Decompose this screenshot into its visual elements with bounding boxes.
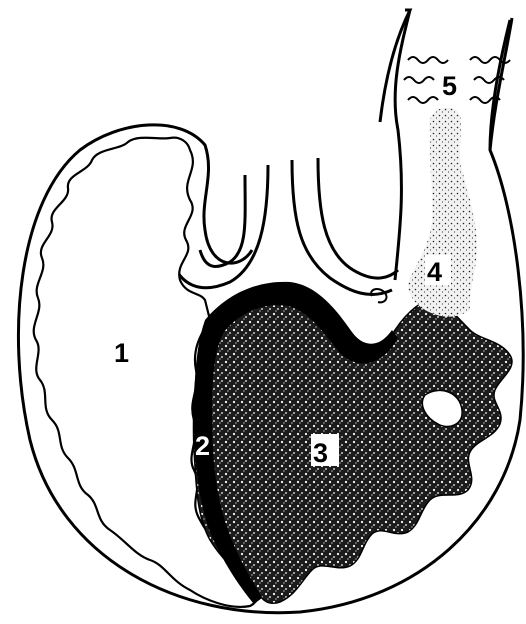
label-region-4: 4 [427, 257, 442, 287]
duct-left-wall [395, 10, 410, 280]
label-region-5: 5 [442, 71, 457, 101]
fold-line-4 [318, 158, 398, 278]
fold-line-3 [292, 160, 392, 294]
label-region-3: 3 [313, 438, 328, 468]
duct-right-wall [490, 18, 512, 150]
label-region-1: 1 [114, 338, 129, 368]
label-region-2: 2 [195, 431, 210, 461]
region-4-light-duct [408, 108, 477, 317]
